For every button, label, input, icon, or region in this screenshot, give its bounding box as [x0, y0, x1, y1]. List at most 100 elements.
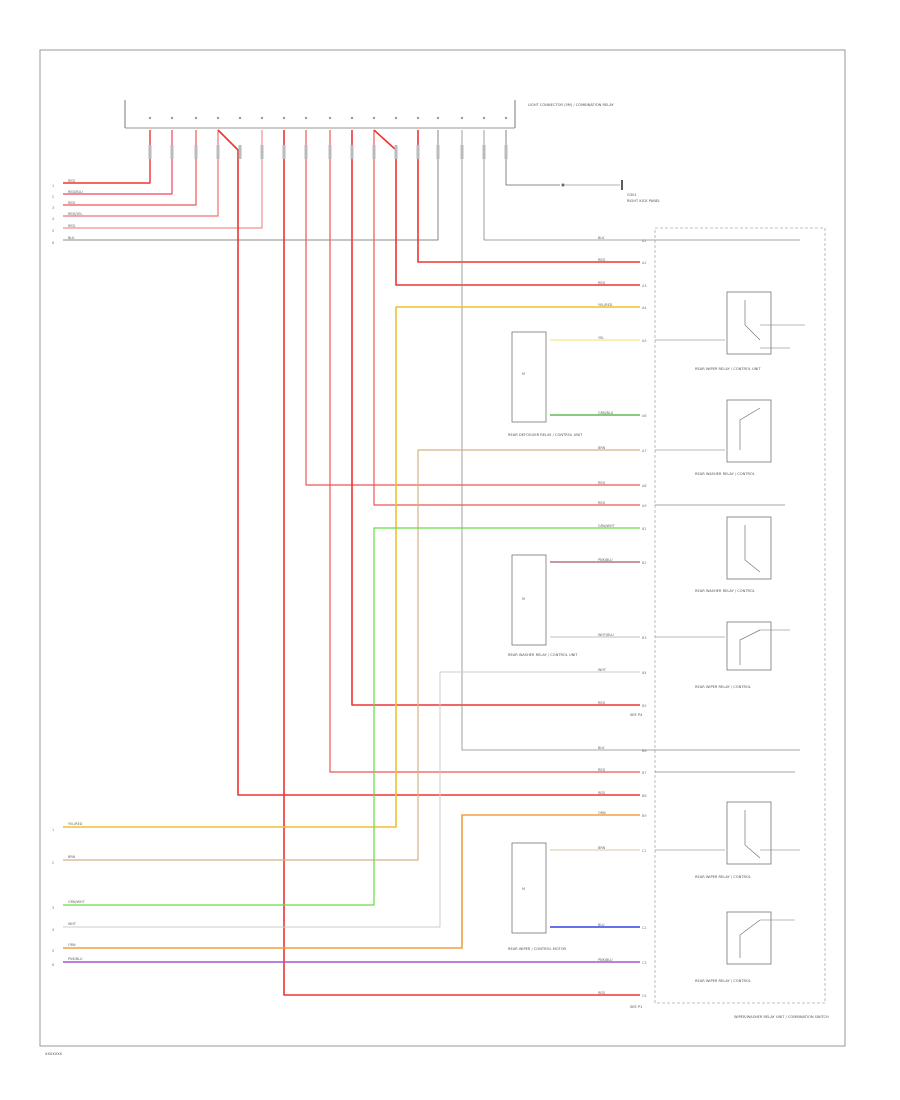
svg-text:M: M: [522, 887, 525, 891]
left-wire-color-label: RED: [68, 179, 75, 183]
pin-tag: [394, 145, 398, 159]
pin-tag: [216, 145, 220, 159]
right-wire-pin: C1: [642, 849, 647, 853]
pin-tag: [372, 145, 376, 159]
bottom-wire-num: 3: [52, 906, 54, 910]
right-wire-color-label: RED: [598, 281, 605, 285]
right-wire-pin: A5: [642, 339, 646, 343]
right-wire-color-label: RED: [598, 258, 605, 262]
wire-left-6: [63, 130, 439, 241]
right-wire-color-label: BRN: [598, 846, 606, 850]
relay-2-label: REAR WASHER RELAY / CONTROL: [695, 472, 755, 476]
wire-red-f: [373, 130, 640, 506]
wire-left-5: [63, 130, 263, 229]
relay-4-label: REAR WIPER RELAY / CONTROL: [695, 685, 751, 689]
pin-tag: [282, 145, 286, 159]
right-wire-color-label: GRN/BLU: [598, 411, 614, 415]
pin-tag: [304, 145, 308, 159]
pin-tag: [328, 145, 332, 159]
junction-label-2: SEE P1: [630, 1005, 642, 1009]
left-wire-color-label: RED: [68, 224, 75, 228]
left-wire-num: 2: [52, 195, 54, 199]
junction-label-1: SEE P4: [630, 713, 643, 717]
pin-terminal: [416, 116, 420, 120]
wire-red-e: [351, 130, 640, 706]
right-wire-color-label: RED: [598, 768, 605, 772]
relay-switch-2: REAR WASHER RELAY / CONTROL: [695, 399, 772, 476]
pin-tag: [416, 145, 420, 159]
relay-switch-6: REAR WIPER RELAY / CONTROL: [695, 911, 795, 983]
wire-red-b: [283, 130, 640, 996]
top-connector: LIGHT CONNECTOR (5M) / COMBINATION RELAY: [124, 100, 615, 129]
wire-left-4: [63, 130, 219, 217]
right-wire-pin: A9: [642, 504, 646, 508]
right-wire-pin: B9: [642, 814, 646, 818]
wire-red-d: [329, 130, 640, 773]
pin-tag: [170, 145, 174, 159]
left-wire-color-label: RED/BLU: [68, 190, 83, 194]
bottom-wire-color-label: YEL/RED: [68, 822, 83, 826]
wire-group: [63, 129, 800, 996]
wire-red-a: [217, 129, 640, 796]
wire-yel: [63, 306, 640, 828]
right-wire-pin: B7: [642, 771, 646, 775]
pin-tag: [148, 145, 152, 159]
wire-ground: [505, 130, 560, 186]
right-wire-color-label: RED: [598, 991, 605, 995]
pin-terminal: [194, 116, 198, 120]
left-wire-num: 6: [52, 241, 54, 245]
pin-terminal: [460, 116, 464, 120]
relay-unit-box: [654, 227, 826, 1004]
bottom-wire-num: 1: [52, 828, 54, 832]
pin-terminal: [436, 116, 440, 120]
right-wire-pin: A7: [642, 449, 646, 453]
diagram-border: [39, 49, 846, 1047]
pin-tag: [460, 145, 464, 159]
pin-terminal: [170, 116, 174, 120]
ground-desc: RIGHT KICK PANEL: [627, 199, 660, 203]
right-wire-pin: C2: [642, 926, 647, 930]
right-wire-color-label: PNK/BLU: [598, 558, 613, 562]
pin-terminal: [216, 116, 220, 120]
ground-label: G301: [627, 193, 637, 197]
right-wire-pin: B8: [642, 794, 646, 798]
pin-terminal: [504, 116, 508, 120]
right-wire-color-label: RED: [598, 481, 605, 485]
pin-tag: [350, 145, 354, 159]
bottom-wire-num: 5: [52, 949, 54, 953]
pin-terminal: [238, 116, 242, 120]
right-wire-pin: A8: [642, 484, 646, 488]
bottom-wire-num: 6: [52, 963, 54, 967]
bottom-wire-color-label: PNK/BLU: [68, 957, 83, 961]
ground-symbol: G301 RIGHT KICK PANEL: [561, 180, 660, 203]
right-wire-pin: C3: [642, 961, 647, 965]
right-wire-color-label: PNK/BLU: [598, 958, 613, 962]
relay-switch-3: REAR WASHER RELAY / CONTROL: [695, 516, 772, 593]
module-label: WIPER/WASHER RELAY UNIT / COMBINATION SW…: [734, 1015, 829, 1019]
right-wire-pin: B4: [642, 671, 646, 675]
right-wire-pin: C4: [642, 994, 647, 998]
bottom-wire-num: 4: [52, 928, 54, 932]
right-wire-pin: A1: [642, 239, 646, 243]
right-wire-color-label: YEL: [598, 336, 604, 340]
bottom-wire-color-label: WHT: [68, 922, 77, 926]
heater-element-2: M REAR WASHER RELAY / CONTROL UNIT: [508, 554, 578, 657]
left-wire-num: 1: [52, 184, 54, 188]
bottom-wire-color-label: BRN: [68, 855, 76, 859]
right-wire-color-label: RED: [598, 701, 605, 705]
right-wire-color-label: BRN: [598, 446, 606, 450]
right-wire-color-label: RED: [598, 791, 605, 795]
wire-brn: [63, 449, 640, 861]
right-wire-pin: A6: [642, 414, 646, 418]
bottom-wire-color-label: ORN: [68, 943, 76, 947]
right-wire-color-label: YEL/RED: [598, 303, 613, 307]
relay-1-label: REAR WIPER RELAY / CONTROL UNIT: [695, 367, 761, 371]
left-wire-color-label: RED/YEL: [68, 212, 82, 216]
left-wire-num: 4: [52, 217, 54, 221]
relay-switch-4: REAR WIPER RELAY / CONTROL: [695, 621, 790, 689]
wire-red-h: [417, 130, 640, 263]
pin-terminal: [282, 116, 286, 120]
pin-terminal: [372, 116, 376, 120]
